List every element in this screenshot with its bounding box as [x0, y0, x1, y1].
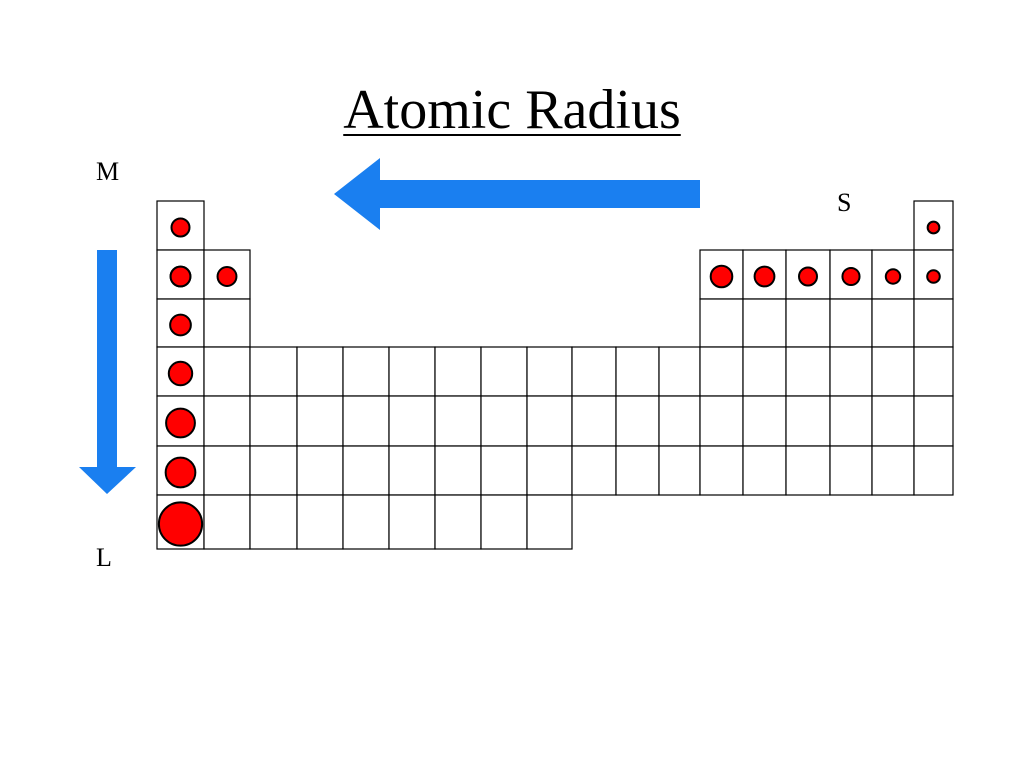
table-cell: [203, 395, 251, 447]
label-m: M: [96, 157, 120, 186]
table-cell: [203, 445, 251, 496]
table-cell: [658, 395, 701, 447]
table-cell: [526, 346, 573, 397]
page-title: Atomic Radius: [343, 79, 681, 141]
table-cell: [434, 346, 482, 397]
table-cell: [203, 346, 251, 397]
table-cell: [480, 346, 528, 397]
down-arrow: [79, 250, 136, 494]
atom-period-2: [798, 266, 818, 287]
table-cell: [342, 346, 390, 397]
label-s: S: [837, 188, 852, 217]
table-cell: [785, 298, 831, 348]
table-cell: [388, 494, 436, 550]
table-cell: [388, 395, 436, 447]
table-cell: [699, 445, 744, 496]
table-cell: [571, 445, 617, 496]
table-cell: [434, 445, 482, 496]
table-cell: [296, 346, 344, 397]
table-cell: [785, 395, 831, 447]
table-cell: [203, 298, 251, 348]
table-cell: [615, 346, 660, 397]
atom-period-2: [709, 264, 734, 289]
table-cell: [658, 346, 701, 397]
table-cell: [249, 494, 298, 550]
left-arrow: [334, 158, 700, 230]
atom-group-1: [157, 501, 204, 547]
table-cell: [571, 395, 617, 447]
table-cell: [658, 445, 701, 496]
table-cell: [913, 298, 954, 348]
atom-period-2: [841, 266, 861, 287]
table-cell: [342, 395, 390, 447]
table-cell: [871, 298, 915, 348]
table-cell: [526, 445, 573, 496]
table-cell: [203, 249, 251, 300]
table-cell: [785, 445, 831, 496]
table-cell: [615, 445, 660, 496]
table-cell: [249, 445, 298, 496]
table-cell: [829, 346, 873, 397]
atom-group-1: [165, 407, 196, 439]
table-cell: [249, 346, 298, 397]
table-cell: [913, 445, 954, 496]
atom-group-1: [169, 313, 192, 337]
atom-period-2: [216, 266, 238, 287]
table-cell: [342, 445, 390, 496]
table-cell: [785, 346, 831, 397]
table-cell: [829, 445, 873, 496]
label-l: L: [96, 543, 112, 572]
table-cell: [742, 445, 787, 496]
table-cell: [829, 298, 873, 348]
atom-group-1: [164, 456, 197, 489]
table-cell: [480, 445, 528, 496]
table-cell: [699, 346, 744, 397]
table-cell: [871, 445, 915, 496]
table-cell: [203, 494, 251, 550]
table-cell: [871, 395, 915, 447]
atom-group-1: [167, 360, 194, 387]
table-cell: [742, 395, 787, 447]
table-cell: [699, 298, 744, 348]
atom-period-1-noble: [926, 220, 941, 235]
table-cell: [296, 395, 344, 447]
table-cell: [434, 494, 482, 550]
table-cell: [249, 395, 298, 447]
table-cell: [296, 445, 344, 496]
table-cell: [571, 346, 617, 397]
table-cell: [742, 346, 787, 397]
atom-period-2: [169, 265, 192, 288]
table-cell: [913, 395, 954, 447]
table-cell: [388, 346, 436, 397]
table-cell: [526, 395, 573, 447]
table-cell: [871, 346, 915, 397]
periodic-table-grid: [156, 200, 954, 550]
atoms-layer: [157, 217, 941, 547]
table-cell: [829, 395, 873, 447]
table-cell: [388, 445, 436, 496]
table-cell: [699, 395, 744, 447]
table-cell: [342, 494, 390, 550]
table-cell: [296, 494, 344, 550]
table-cell: [615, 395, 660, 447]
table-cell: [434, 395, 482, 447]
atom-period-2: [884, 268, 902, 285]
table-cell: [526, 494, 573, 550]
atom-group-1: [170, 217, 191, 238]
table-cell: [913, 346, 954, 397]
atom-period-2: [753, 265, 776, 288]
table-cell: [742, 298, 787, 348]
table-cell: [480, 395, 528, 447]
table-cell: [480, 494, 528, 550]
atom-period-2: [926, 269, 941, 284]
